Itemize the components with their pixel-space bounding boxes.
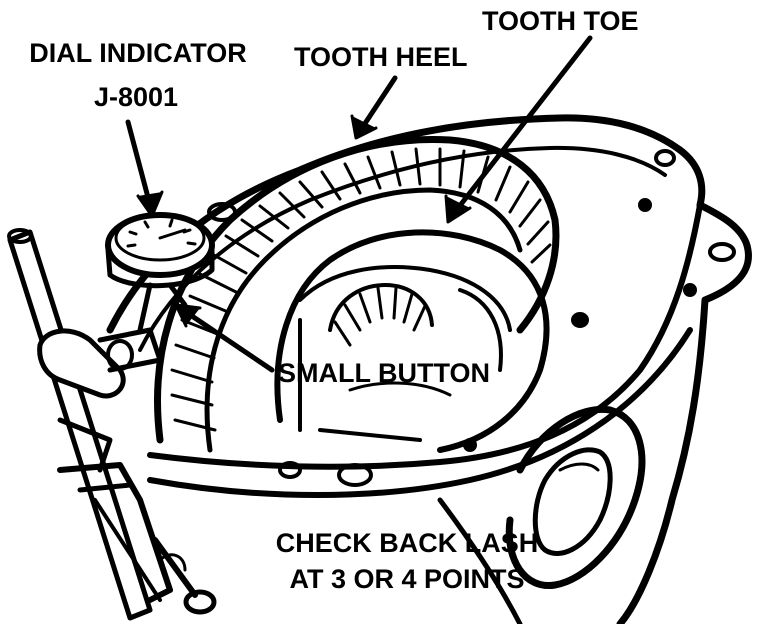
tooth-heel-label: TOOTH HEEL <box>294 42 468 72</box>
check-backlash-line2: AT 3 OR 4 POINTS <box>289 564 525 594</box>
leader-arrows <box>125 35 593 373</box>
carrier-housing <box>106 114 752 624</box>
dial-indicator-label: DIAL INDICATOR <box>29 38 247 68</box>
clamp-icon <box>7 228 217 621</box>
dial-indicator-icon <box>105 212 215 333</box>
small-button-label: SMALL BUTTON <box>278 358 490 388</box>
ring-gear-icon <box>154 135 560 453</box>
tooth-toe-label: TOOTH TOE <box>482 6 639 36</box>
check-backlash-line1: CHECK BACK LASH <box>275 528 539 558</box>
differential-case-icon <box>274 229 550 453</box>
tool-number-label: J-8001 <box>93 82 179 112</box>
